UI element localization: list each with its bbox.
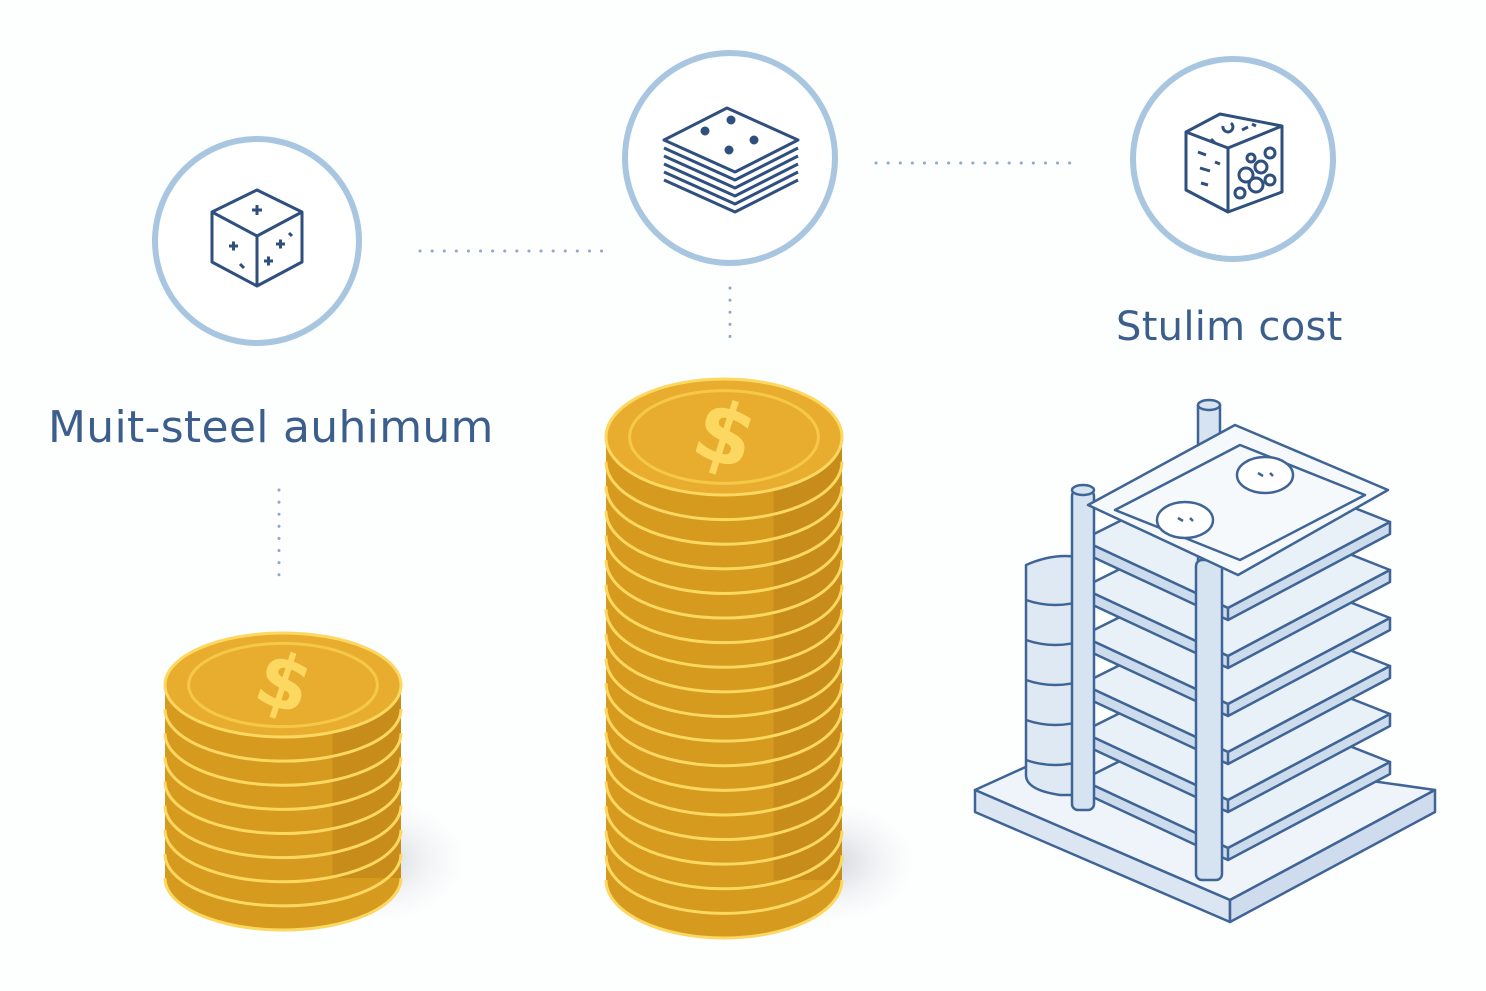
coin-edge (163, 853, 403, 908)
connector-lines (277, 161, 1082, 587)
coin-edge (604, 683, 844, 743)
cube-icon-badge (152, 136, 362, 346)
coin-edge (163, 877, 403, 932)
coin-rim (628, 389, 820, 485)
coin-edge (604, 633, 844, 694)
cost-label-right: Stulim cost (1116, 304, 1343, 350)
coin-rim (187, 641, 379, 729)
coin-edge (604, 756, 844, 817)
short-coin-stack: $ (163, 631, 403, 932)
coin-edge (604, 560, 844, 620)
coin-edge (604, 855, 844, 915)
coin-edge (163, 781, 403, 835)
coin-edge (163, 805, 403, 860)
coin-edge (604, 732, 844, 792)
porous-cube-icon-badge (1130, 56, 1336, 262)
coin-edge (604, 879, 844, 940)
coin-edge (163, 757, 403, 811)
coin-top (604, 377, 844, 497)
tall-coin-stack: $ (604, 377, 844, 940)
coin-edge (604, 830, 844, 891)
coin-edge (604, 609, 844, 669)
cube-icon (210, 188, 304, 288)
material-label-left: Muit-steel auhimum (48, 402, 494, 453)
coin-edge (604, 535, 844, 595)
coin-edge (604, 707, 844, 768)
coin-edge (604, 806, 844, 866)
banknote-seal-icon (1155, 500, 1215, 540)
coin-edge (163, 733, 403, 787)
coin-edge (604, 658, 844, 718)
rack-banknote-top (1086, 423, 1390, 577)
coin-stack-bottom (606, 822, 842, 938)
layered-sheets-icon-badge (622, 50, 838, 266)
porous-cube-icon (1184, 112, 1284, 214)
coin-edge (604, 461, 844, 522)
banknote-seal-icon (1235, 455, 1295, 495)
coin-edge (604, 781, 844, 842)
coin-edge (163, 829, 403, 884)
banknote-rack (973, 398, 1437, 924)
coin-edge (163, 709, 403, 763)
coin-top (163, 631, 403, 739)
coin-stack-body (606, 437, 842, 880)
coin-edge (604, 510, 844, 571)
coin-edge (604, 584, 844, 645)
coin-edge (604, 486, 844, 546)
layered-sheets-icon (662, 106, 800, 214)
